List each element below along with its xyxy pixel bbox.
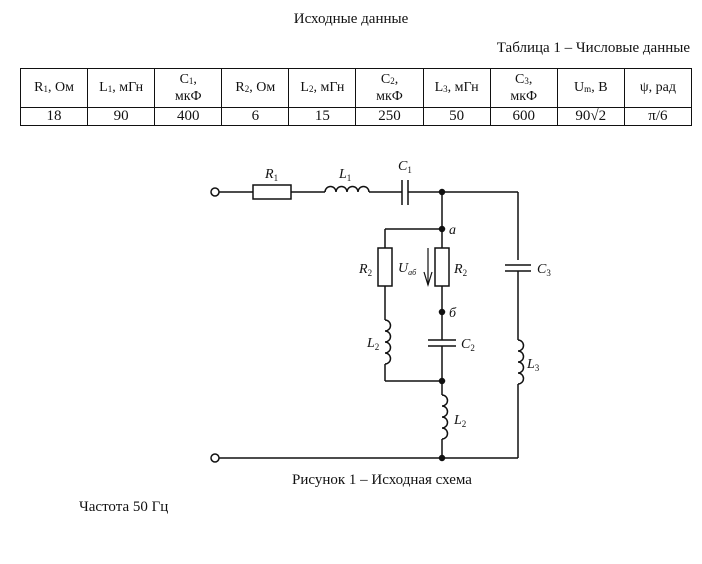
input-terminal-top (210, 187, 220, 197)
value-cell: 600 (489, 107, 558, 126)
section-heading: Исходные данные (293, 11, 409, 27)
header-cell: Um, В (556, 68, 625, 108)
value-cell: 400 (154, 107, 223, 126)
value-cell: 90 (87, 107, 156, 126)
label-node-b: б (449, 306, 457, 321)
junction-dot (438, 454, 446, 462)
value-cell: 250 (355, 107, 424, 126)
label-c3: C3 (537, 262, 551, 278)
value-cell: π/6 (623, 107, 693, 126)
header-cell: ψ, рад (623, 68, 693, 108)
figure-caption: Рисунок 1 – Исходная схема (292, 472, 472, 488)
inductor-l2-bottom (441, 394, 449, 440)
numeric-data-table: R1, Ом L1, мГн C1,мкФ R2, Ом L2, мГн C2,… (19, 68, 693, 126)
table-values-row: 18 90 400 6 15 250 50 600 90√2 π/6 (19, 107, 693, 126)
table-caption: Таблица 1 – Числовые данные (496, 40, 690, 56)
label-uab: Uаб (398, 261, 417, 277)
arrow-head-icon (423, 271, 433, 288)
resistor-r2-left (377, 247, 393, 287)
header-cell: C3,мкФ (489, 68, 558, 108)
label-l2-bottom: L2 (453, 413, 466, 429)
input-terminal-bottom (210, 453, 220, 463)
resistor-r1 (252, 184, 292, 200)
label-l2-branch: L2 (366, 336, 379, 352)
label-r2-left: R2 (358, 262, 372, 278)
resistor-r2-right (434, 247, 450, 287)
label-c1: C1 (398, 159, 412, 175)
table-header-row: R1, Ом L1, мГн C1,мкФ R2, Ом L2, мГн C2,… (19, 68, 693, 108)
label-node-a: a (449, 223, 456, 238)
label-r2-right: R2 (453, 262, 467, 278)
frequency-note: Частота 50 Гц (79, 499, 169, 515)
value-cell: 90√2 (556, 107, 625, 126)
header-cell: L2, мГн (288, 68, 357, 108)
value-cell: 15 (288, 107, 357, 126)
label-r1: R1 (264, 167, 278, 183)
inductor-l1 (324, 185, 370, 193)
header-cell: R1, Ом (19, 68, 89, 108)
header-cell: L1, мГн (87, 68, 156, 108)
inductor-l3 (517, 339, 525, 385)
label-l1: L1 (338, 167, 351, 183)
label-l3: L3 (526, 357, 540, 373)
label-c2: C2 (461, 337, 475, 353)
value-cell: 6 (221, 107, 290, 126)
inductor-l2-branch (384, 319, 392, 365)
